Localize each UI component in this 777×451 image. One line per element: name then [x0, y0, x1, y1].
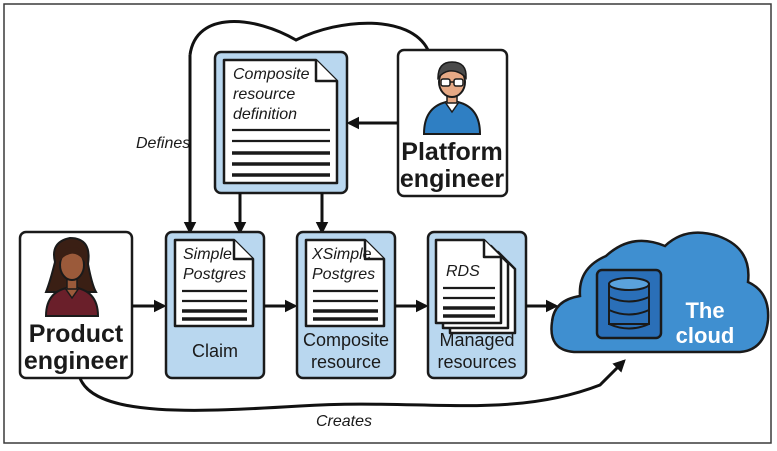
platform-engineer-label-line1: Platform	[401, 138, 502, 166]
composite-document-icon	[304, 238, 386, 328]
crd-document-fold	[314, 60, 337, 83]
claim-doc-line1: Simple	[183, 246, 232, 263]
cloud-label-line1: The	[685, 298, 724, 323]
product-engineer-node: Product engineer	[18, 230, 134, 380]
creates-arrow	[78, 359, 626, 412]
product-engineer-avatar-icon	[44, 236, 100, 317]
claim-label: Claim	[192, 341, 238, 361]
composite-doc-line2: Postgres	[312, 266, 375, 283]
claim-node: Simple Postgres Claim	[164, 230, 266, 380]
managed-resources-node: RDS Managed resources	[426, 230, 528, 380]
composite-document-fold	[363, 240, 384, 261]
composite-label-line1: Composite	[303, 330, 389, 350]
cloud-label-line2: cloud	[676, 323, 735, 348]
claim-doc-line2: Postgres	[183, 266, 246, 283]
composite-doc-line1: XSimple	[311, 246, 372, 263]
edge-label-defines: Defines	[136, 135, 190, 152]
claim-document-icon	[173, 238, 255, 328]
managed-document-front	[434, 238, 503, 325]
managed-label-line2: resources	[437, 352, 516, 372]
edge-label-creates: Creates	[316, 413, 372, 430]
defines-top-curve	[188, 20, 430, 56]
platform-engineer-label-line2: engineer	[400, 165, 504, 193]
crd-title-line2: resource	[233, 86, 295, 103]
cloud-node: The cloud	[550, 231, 770, 354]
managed-label-line1: Managed	[439, 330, 514, 350]
crd-title-line3: definition	[233, 106, 297, 123]
composite-resource-node: XSimple Postgres Composite resource	[295, 230, 397, 380]
database-icon	[608, 277, 650, 330]
product-engineer-label-line1: Product	[29, 320, 124, 348]
managed-doc-label: RDS	[446, 263, 480, 280]
product-engineer-label-line2: engineer	[24, 347, 128, 375]
platform-engineer-node: Platform engineer	[396, 48, 509, 198]
claim-document-fold	[232, 240, 253, 261]
platform-engineer-avatar-icon	[422, 61, 482, 135]
crd-node: Composite resource definition	[213, 50, 349, 195]
composite-label-line2: resource	[311, 352, 381, 372]
managed-document-fold	[482, 240, 501, 259]
crd-title-line1: Composite	[233, 66, 310, 83]
